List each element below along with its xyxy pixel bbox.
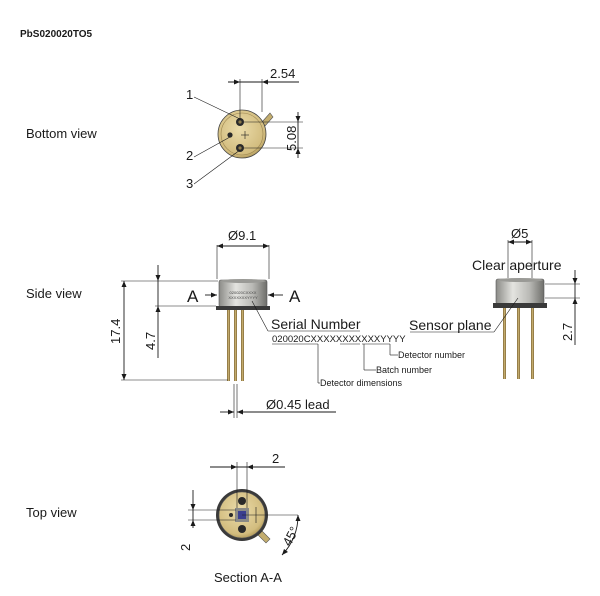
bottom-view-drawing: 2.54 5.08 1 2 3 [186,66,303,191]
batch-number-label: Batch number [376,365,432,375]
top-view-label: Top view [26,505,77,520]
cap-marking-line-1: 020020CXXXX [230,290,257,295]
dim-chip-height: 2 [178,544,193,551]
cap-marking-line-2: XXXXXXXYYYY [228,295,258,300]
dim-chip-width: 2 [272,451,279,466]
dim-sensor-depth: 2.7 [560,323,575,341]
sensor-plane-label: Sensor plane [409,317,492,333]
section-label: Section A-A [214,570,282,585]
pin-1-label: 1 [186,87,193,102]
top-view-drawing: 2 2 45° Section A-A [178,451,302,585]
part-title: PbS020020TO5 [20,29,93,40]
dim-lead: Ø0.45 lead [266,397,330,412]
serial-number-label: Serial Number [271,316,361,332]
dim-5-08: 5.08 [284,126,299,151]
aperture-can-cap [495,278,545,305]
dim-height: 17.4 [108,319,123,344]
dim-aperture: Ø5 [511,226,528,241]
lead-left [227,310,230,381]
section-mark-left: A [187,287,199,306]
detector-number-label: Detector number [398,350,465,360]
bottom-view-label: Bottom view [26,126,97,141]
detector-dimensions-label: Detector dimensions [320,378,403,388]
side-view-aperture-drawing: Ø5 Clear aperture 2.7 Sensor plane [409,226,580,379]
dim-cap-height: 4.7 [143,332,158,350]
pin-3-label: 3 [186,176,193,191]
serial-code: 020020CXXXXXXXXXXXYYYY [272,334,406,345]
pin-2-label: 2 [186,148,193,163]
dim-angle: 45° [279,524,301,548]
dim-2-54: 2.54 [270,66,295,81]
clear-aperture-label: Clear aperture [472,257,562,273]
lead-middle [234,310,237,381]
side-view-label: Side view [26,286,82,301]
section-mark-right: A [289,287,301,306]
lead-right [241,310,244,381]
can-flange [216,306,270,310]
side-view-drawing: 020020CXXXX XXXXXXXYYYY A A Ø9.1 17.4 4.… [108,228,465,418]
dim-diameter: Ø9.1 [228,228,256,243]
pin-2 [227,132,233,138]
